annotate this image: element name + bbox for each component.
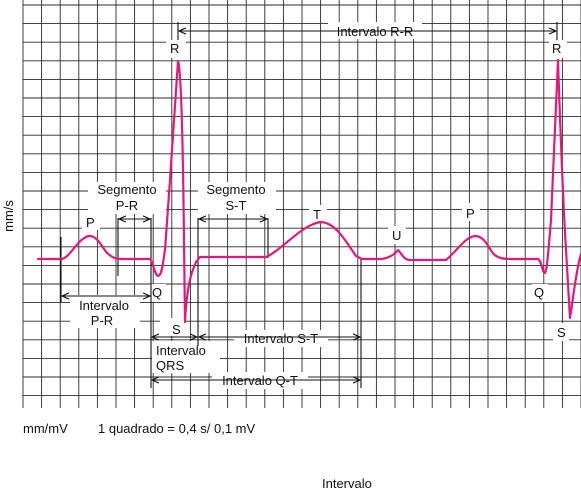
interval-qt-label: Intervalo Q-T [222, 373, 298, 388]
wave-label-r1: R [170, 41, 179, 56]
wave-label-u: U [392, 228, 401, 243]
label-backgrounds [70, 22, 569, 389]
wave-label-t: T [313, 207, 321, 222]
annotation-lines [60, 22, 558, 388]
wave-label-p2: P [466, 206, 475, 221]
wave-label-s2: S [557, 325, 566, 340]
wave-label-p1: P [86, 215, 95, 230]
wave-label-s1: S [172, 322, 181, 337]
wave-label-q2: Q [534, 285, 544, 300]
wave-labels: P R Q S T U P R Q S [86, 41, 566, 340]
wave-label-r2: R [552, 41, 561, 56]
interval-st-label: Intervalo S-T [244, 331, 318, 346]
segment-pr-label-line1: Segmento [97, 182, 156, 197]
ecg-trace [36, 58, 581, 324]
interval-qrs-label-line1: Intervalo [156, 343, 206, 358]
units-label: mm/mV [23, 421, 68, 436]
y-axis-label: mm/s [1, 200, 16, 232]
interval-rr-label: Intervalo R-R [337, 24, 414, 39]
annotation-labels: Intervalo R-R Segmento P-R Segmento S-T … [79, 24, 413, 388]
caption-label: Intervalo [322, 476, 372, 491]
segment-pr-label-line2: P-R [116, 198, 138, 213]
wave-label-q1: Q [152, 285, 162, 300]
scale-label: 1 quadrado = 0,4 s/ 0,1 mV [98, 421, 256, 436]
interval-qrs-label-line2: QRS [156, 358, 185, 373]
segment-st-label-line2: S-T [226, 198, 247, 213]
segment-st-label-line1: Segmento [206, 182, 265, 197]
interval-pr-label-line1: Intervalo [79, 298, 129, 313]
interval-pr-label-line2: P-R [91, 313, 113, 328]
